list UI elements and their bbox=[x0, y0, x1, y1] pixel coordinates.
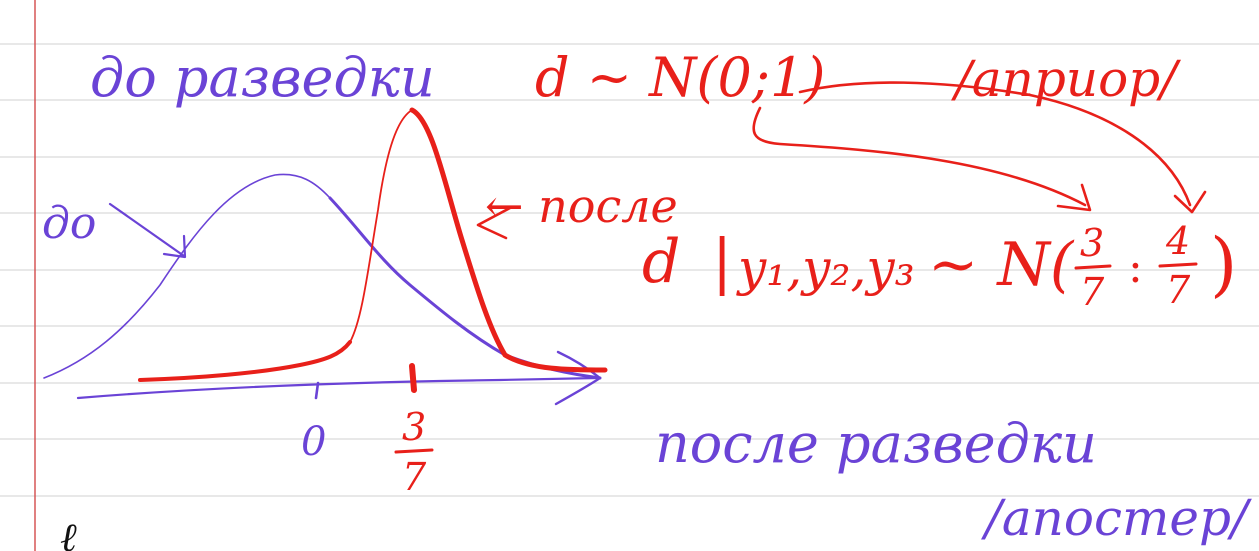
mean-connector-arrowhead bbox=[1056, 183, 1092, 212]
posterior-var-numerator: 4 bbox=[1165, 219, 1190, 263]
var-connector-arrow bbox=[798, 81, 1192, 207]
posterior-var-fraction-bar bbox=[1158, 262, 1198, 268]
after-exploration-text: после разведки /апостер/ bbox=[655, 412, 1252, 547]
axis-fraction-bar bbox=[394, 448, 434, 454]
posterior-lhs: d bbox=[642, 227, 680, 297]
axis-tick-denominator: 7 bbox=[402, 455, 427, 499]
heading-after-exploration: после разведки bbox=[655, 412, 1097, 475]
x-axis-line bbox=[76, 376, 600, 400]
label-after: ← после bbox=[485, 179, 678, 233]
posterior-curve-left bbox=[138, 340, 352, 382]
axis-zero-label: 0 bbox=[301, 419, 326, 465]
prior-tag: /априор/ bbox=[951, 50, 1181, 108]
ruled-lines bbox=[0, 43, 1259, 497]
prior-distribution: d ~ N(0;1) bbox=[535, 46, 825, 109]
mean-connector-arrow bbox=[752, 106, 1087, 207]
posterior-close: ) bbox=[1210, 223, 1237, 305]
posterior-mean-numerator: 3 bbox=[1080, 221, 1104, 265]
posterior-mean-fraction-bar bbox=[1074, 264, 1112, 270]
posterior-mean-denominator: 7 bbox=[1080, 270, 1105, 314]
after-arrow-head bbox=[476, 206, 512, 240]
bottom-scribble: ℓ bbox=[60, 515, 77, 551]
tick-posterior-mean bbox=[409, 363, 417, 393]
posterior-curve-fall bbox=[409, 107, 608, 373]
posterior-curve-rise bbox=[349, 109, 413, 343]
pointer-arrowhead bbox=[162, 234, 187, 259]
prior-curve bbox=[43, 173, 331, 379]
posterior-given: y₁,y₂,y₃ bbox=[736, 239, 915, 297]
var-connector-arrowhead bbox=[1173, 190, 1207, 214]
heading-before-exploration: до разведки bbox=[90, 46, 435, 109]
posterior-bar: | bbox=[712, 227, 732, 297]
tick-zero bbox=[314, 381, 320, 400]
posterior-var-denominator: 7 bbox=[1166, 268, 1191, 312]
posterior-rhs-prefix: ~ N( bbox=[928, 230, 1075, 300]
axis-tick-numerator: 3 bbox=[402, 405, 426, 449]
prior-text: до разведки до 0 bbox=[42, 46, 435, 465]
posterior-separator: : bbox=[1128, 242, 1143, 293]
label-before: до bbox=[42, 198, 96, 249]
posterior-ink bbox=[138, 81, 1207, 454]
posterior-tag: /апостер/ bbox=[981, 489, 1252, 547]
pointer-arrow bbox=[108, 202, 186, 258]
posterior-text: d ~ N(0;1) /априор/ ← после d | y₁,y₂,y₃… bbox=[402, 46, 1237, 499]
